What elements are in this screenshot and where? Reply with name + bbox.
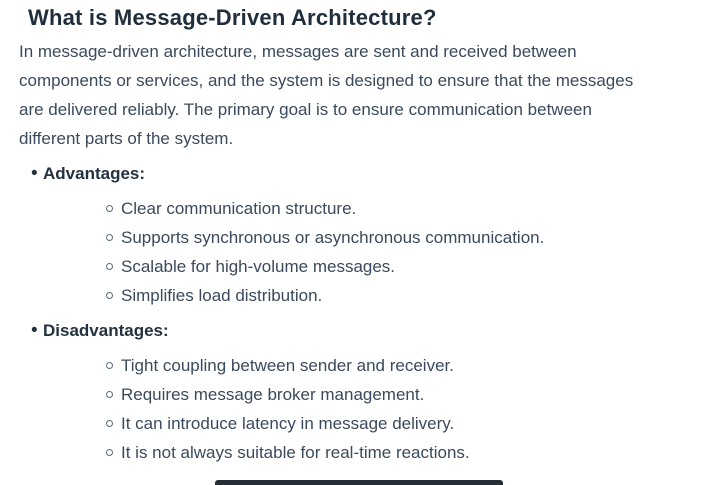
- bullet-circle-icon: [106, 263, 113, 270]
- pros-cons-list: • Advantages: Clear communication struct…: [0, 159, 720, 467]
- list-item-text: Simplifies load distribution.: [121, 286, 323, 305]
- list-item: Requires message broker management.: [43, 380, 720, 409]
- bullet-circle-icon: [106, 449, 113, 456]
- cropped-dark-block: [215, 480, 503, 485]
- intro-line: different parts of the system.: [19, 129, 234, 148]
- advantages-label: Advantages:: [43, 164, 146, 183]
- list-item: It is not always suitable for real-time …: [43, 438, 720, 467]
- list-item: Clear communication structure.: [43, 194, 720, 223]
- list-item-text: It can introduce latency in message deli…: [121, 414, 455, 433]
- advantages-section: • Advantages: Clear communication struct…: [0, 159, 720, 310]
- list-item-text: Requires message broker management.: [121, 385, 425, 404]
- list-item: Tight coupling between sender and receiv…: [43, 351, 720, 380]
- bullet-circle-icon: [106, 420, 113, 427]
- list-item: Simplifies load distribution.: [43, 281, 720, 310]
- intro-line: components or services, and the system i…: [19, 71, 634, 90]
- list-item: Scalable for high-volume messages.: [43, 252, 720, 281]
- page-title: What is Message-Driven Architecture?: [28, 5, 437, 30]
- list-item: It can introduce latency in message deli…: [43, 409, 720, 438]
- intro-line: In message-driven architecture, messages…: [19, 42, 577, 61]
- advantages-items: Clear communication structure. Supports …: [43, 194, 720, 310]
- disadvantages-label: Disadvantages:: [43, 321, 169, 340]
- bullet-circle-icon: [106, 234, 113, 241]
- intro-paragraph: In message-driven architecture, messages…: [19, 37, 720, 153]
- list-item-text: It is not always suitable for real-time …: [121, 443, 470, 462]
- list-item-text: Tight coupling between sender and receiv…: [121, 356, 454, 375]
- bullet-circle-icon: [106, 391, 113, 398]
- intro-line: are delivered reliably. The primary goal…: [19, 100, 592, 119]
- bullet-circle-icon: [106, 362, 113, 369]
- bullet-circle-icon: [106, 205, 113, 212]
- disadvantages-items: Tight coupling between sender and receiv…: [43, 351, 720, 467]
- list-item: Supports synchronous or asynchronous com…: [43, 223, 720, 252]
- bullet-disc-icon: •: [31, 320, 38, 341]
- disadvantages-section: • Disadvantages: Tight coupling between …: [0, 316, 720, 467]
- list-item-text: Supports synchronous or asynchronous com…: [121, 228, 545, 247]
- bullet-circle-icon: [106, 292, 113, 299]
- list-item-text: Scalable for high-volume messages.: [121, 257, 396, 276]
- bullet-disc-icon: •: [31, 163, 38, 184]
- list-item-text: Clear communication structure.: [121, 199, 357, 218]
